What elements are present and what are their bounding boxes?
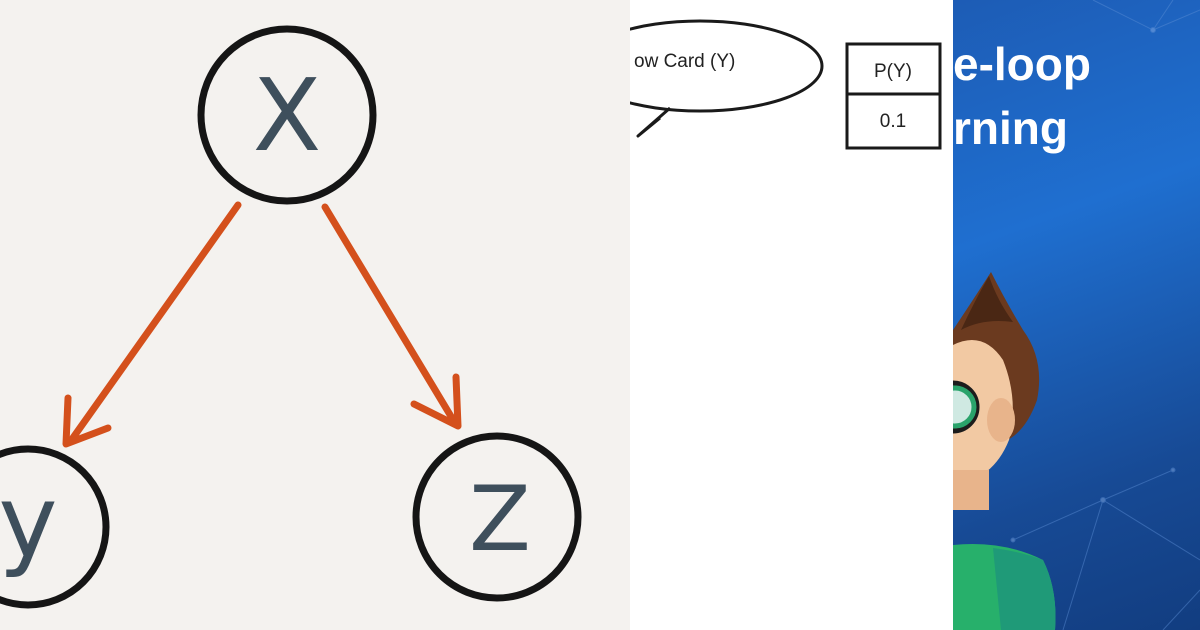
graph-edge-x-z	[321, 203, 462, 430]
bayes-net-node-label: ow Card (Y)	[634, 51, 735, 72]
probability-table-header: P(Y)	[874, 61, 912, 82]
graph-node-x: X	[197, 25, 377, 205]
graph-node-x-label: X	[253, 57, 322, 174]
promo-title-line-2: rning	[953, 102, 1068, 154]
graph-node-y-label: y	[0, 463, 58, 580]
probability-table-value: 0.1	[880, 111, 906, 132]
causal-graph-diagram: X y Z	[0, 25, 582, 609]
promo-title-line-1: e-loop	[953, 38, 1091, 90]
graph-edge-x-y	[62, 201, 242, 448]
graph-node-z: Z	[412, 432, 582, 602]
network-pattern	[1010, 0, 1200, 630]
causal-graph-panel: X y Z	[0, 0, 630, 630]
bayes-net-diagram: ow Card (Y) P(Y) 0.1	[630, 19, 942, 150]
promo-graphic: e-loop rning	[953, 0, 1200, 630]
bayes-net-node: ow Card (Y)	[630, 19, 824, 138]
graph-node-z-label: Z	[469, 467, 531, 572]
promo-panel: e-loop rning	[953, 0, 1200, 630]
bayes-net-panel: ow Card (Y) P(Y) 0.1	[630, 0, 953, 630]
probability-table: P(Y) 0.1	[845, 42, 942, 150]
graph-node-y: y	[0, 445, 110, 609]
character-illustration	[953, 272, 1056, 630]
